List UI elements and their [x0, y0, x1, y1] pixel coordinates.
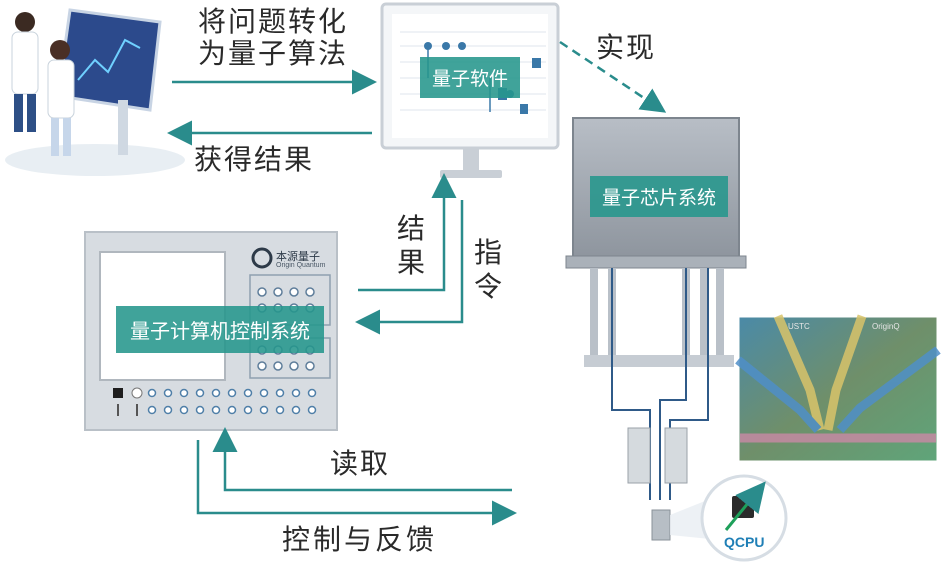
- label-problem-to-algorithm: 将问题转化为量子算法: [197, 5, 348, 71]
- tag-quantum-software: 量子软件: [420, 57, 521, 98]
- brand-name: 本源量子: [276, 251, 320, 263]
- tag-quantum-chip-system: 量子芯片系统: [590, 176, 729, 217]
- label-implement: 实现: [596, 31, 657, 64]
- label-control-feedback: 控制与反馈: [282, 523, 438, 556]
- qcpu-badge: [700, 474, 788, 562]
- brand-name-en: Origin Quantum: [276, 262, 326, 269]
- qcpu-label: QCPU: [724, 534, 765, 550]
- arrow-result: [358, 173, 457, 292]
- label-readout: 读取: [330, 447, 391, 480]
- label-result: 结果: [397, 212, 426, 279]
- scientists-illustration: [5, 8, 185, 176]
- arrow-instruction: [355, 200, 464, 335]
- arrow-readout: [212, 427, 512, 492]
- label-get-result: 获得结果: [194, 143, 315, 176]
- chip-micrograph: [735, 314, 941, 464]
- micrograph-tag-left: USTC: [788, 322, 810, 331]
- label-instruction: 指令: [474, 236, 503, 303]
- arrow-control-feedback: [196, 440, 517, 526]
- flow-arrows: [167, 40, 667, 526]
- arrow-implement: [559, 40, 667, 113]
- micrograph-tag-right: OriginQ: [872, 322, 900, 331]
- tag-quantum-control-system: 量子计算机控制系统: [116, 306, 324, 353]
